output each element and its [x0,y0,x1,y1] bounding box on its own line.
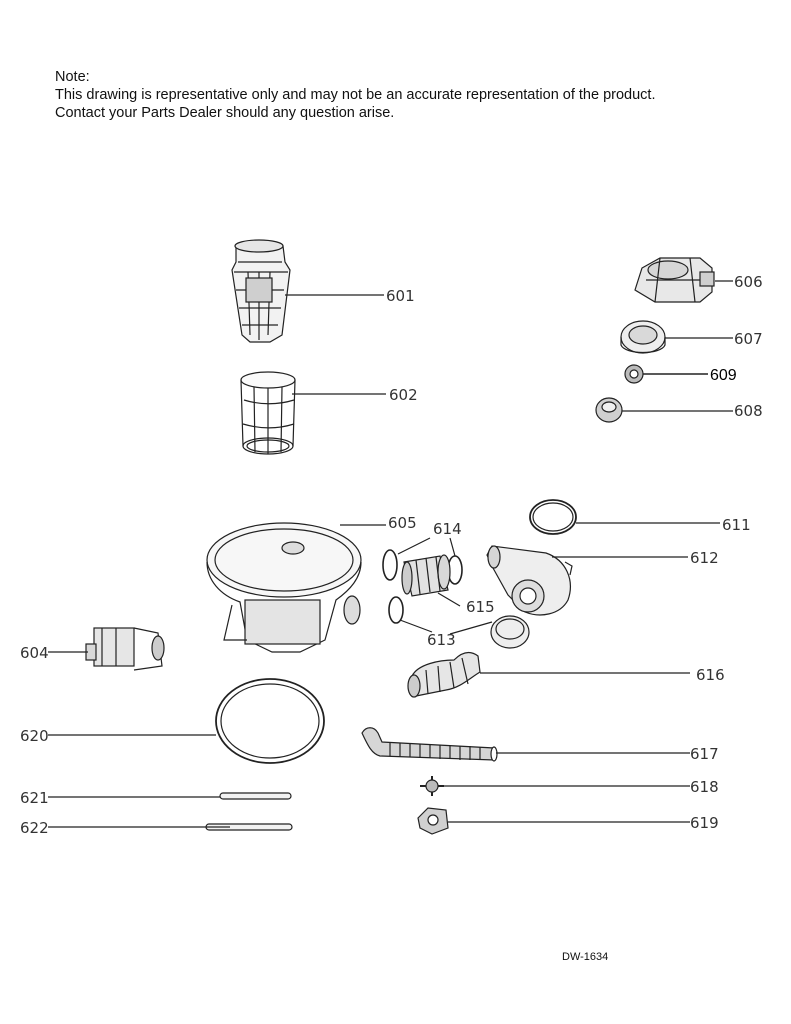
part-602-mesh-filter [240,371,296,455]
label-602: 602 [389,386,418,404]
label-622: 622 [20,819,49,837]
label-611: 611 [722,516,751,534]
label-621: 621 [20,789,49,807]
label-607: 607 [734,330,763,348]
label-619: 619 [690,814,719,832]
part-619-fitting [417,807,449,835]
part-611-o-ring [529,499,577,535]
part-617-drain-hose [361,727,498,762]
part-618-check-valve [420,776,444,796]
part-621-rod [219,792,292,800]
note-line-1: This drawing is representative only and … [55,87,656,103]
label-620: 620 [20,727,49,745]
part-605-sump [206,522,362,653]
label-618: 618 [690,778,719,796]
part-607-pump-housing [620,320,666,354]
part-622-rod [205,823,293,831]
label-605: 605 [388,514,417,532]
part-606-wash-pump [634,257,715,303]
label-601: 601 [386,287,415,305]
part-604-drain-pump [85,627,165,671]
label-615: 615 [466,598,495,616]
part-609-seal [624,364,644,384]
note-line-2: Contact your Parts Dealer should any que… [55,105,395,121]
note-heading: Note: [55,69,90,85]
label-608: 608 [734,402,763,420]
drawing-code: DW-1634 [562,951,609,963]
part-615-connector [401,554,451,597]
label-614: 614 [433,520,462,538]
label-609: 609 [710,367,737,384]
part-601-filter [231,239,291,343]
part-608-impeller [595,397,623,423]
label-604: 604 [20,644,49,662]
label-606: 606 [734,273,763,291]
part-612-volute [486,545,573,616]
part-620-gasket [215,678,325,764]
part-613-clamp-and-cap [388,596,530,649]
label-613: 613 [427,631,456,649]
label-616: 616 [696,666,725,684]
disclaimer-note: Note: This drawing is representative onl… [55,68,655,122]
part-616-elbow-hose [407,651,481,698]
label-617: 617 [690,745,719,763]
label-612: 612 [690,549,719,567]
